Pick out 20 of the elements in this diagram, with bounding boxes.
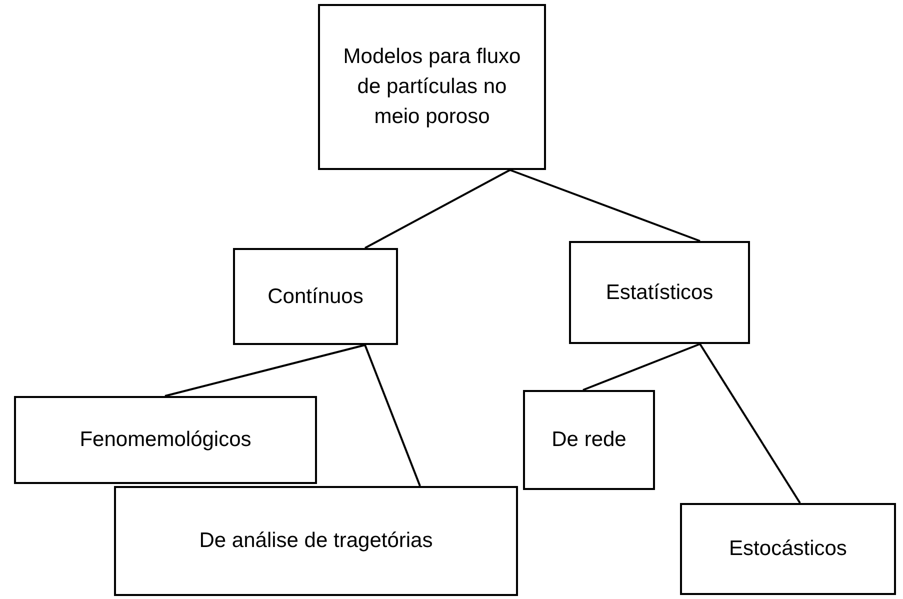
node-label: Estatísticos: [606, 280, 714, 306]
node-box: [569, 241, 750, 344]
connector-line: [364, 344, 421, 486]
node-label: Modelos para fluxo de partículas no meio poroso: [342, 44, 522, 130]
connector-line: [582, 343, 700, 391]
node-box: [233, 248, 398, 345]
node-box: [523, 390, 655, 490]
node-label: Estocásticos: [729, 536, 847, 562]
node-box: [318, 4, 546, 170]
node-box: [14, 396, 317, 484]
connector-line: [364, 169, 510, 249]
node-box: [680, 503, 896, 595]
connector-line: [510, 169, 700, 242]
node-box: [114, 486, 518, 596]
connector-line: [699, 343, 801, 504]
node-label: Contínuos: [268, 284, 364, 310]
node-label: Fenomemológicos: [80, 427, 252, 453]
node-label: De rede: [552, 427, 626, 453]
node-label: De análise de tragetórias: [199, 528, 433, 554]
connector-line: [164, 344, 366, 397]
